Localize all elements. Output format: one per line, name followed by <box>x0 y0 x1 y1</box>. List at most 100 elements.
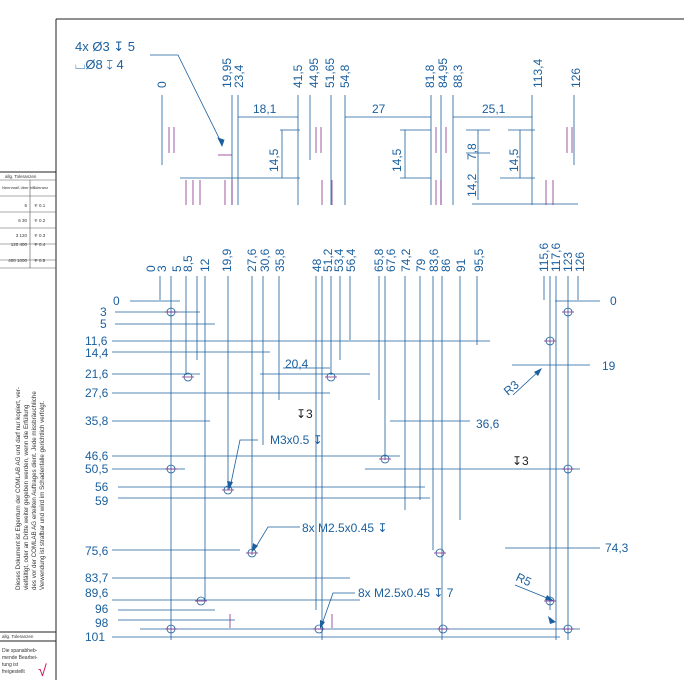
dimension-label: 117,6 <box>549 243 563 272</box>
tolerance-range: 6 30 <box>18 218 27 223</box>
dimension-label: 8,5 <box>181 255 195 272</box>
footer-text: tung ist <box>2 662 19 668</box>
dimension-label: 25,1 <box>482 102 506 116</box>
dimension-label: 81,8 <box>423 64 437 88</box>
dimension-label: 21,6 <box>85 367 109 381</box>
tolerance-value: ∓ 0.5 <box>34 258 46 263</box>
dimension-label: 35,8 <box>85 414 109 428</box>
dimension-label: 126 <box>573 252 587 272</box>
dimension-label: 84,95 <box>436 58 450 88</box>
tolerance-col-range: Nennmaß über bis <box>2 185 35 190</box>
dimension-label: 0 <box>144 265 158 272</box>
depth-callout: ↧3 <box>512 454 529 468</box>
dimension-label: 14,5 <box>267 148 281 172</box>
thread-callout: 8x M2.5x0.45 ↧ 7 <box>358 586 454 600</box>
dimension-label: 75,6 <box>85 544 109 558</box>
dimension-label: 46,6 <box>85 449 109 463</box>
dimension-label: 74,2 <box>399 248 413 272</box>
dimension-label: 11,6 <box>85 334 108 348</box>
dimension-label: 83,7 <box>85 571 109 585</box>
top-view-x-labels: 0 19,95 23,4 41,5 44,95 51,65 54,8 81,8 … <box>155 58 583 88</box>
dimension-label: 98 <box>95 616 109 630</box>
dimension-label: 41,5 <box>291 64 305 88</box>
dimension-label: 123 <box>561 252 575 272</box>
dimension-label: 12 <box>198 258 212 272</box>
dimension-label: 74,3 <box>605 541 629 555</box>
dimension-label: 67,6 <box>384 248 398 272</box>
tolerance-table-title: allg. Toleranzen <box>5 174 37 179</box>
footer-text: Die spanabheb- <box>2 648 38 654</box>
tolerance-col-tol: Toleranz <box>33 185 48 190</box>
dimension-label: 36,6 <box>476 417 500 431</box>
notice-line: Verwendung ist strafbar und wird im Scha… <box>39 401 46 590</box>
dimension-label: 27 <box>372 102 386 116</box>
dimension-label: 53,4 <box>332 248 346 272</box>
depth-callout: ↧3 <box>296 407 313 421</box>
dimension-label: 48 <box>310 258 324 272</box>
notice-line: vielfältigt, oder an Dritte weiter gegeb… <box>23 404 30 590</box>
dimension-label: 101 <box>85 630 105 644</box>
drawing-frame <box>0 18 684 680</box>
dimension-label: 18,1 <box>253 102 277 116</box>
dimension-label: 96 <box>95 602 109 616</box>
dimension-label: 126 <box>569 68 583 88</box>
dimension-label: 95,5 <box>472 248 486 272</box>
dimension-label: 19,9 <box>220 248 234 272</box>
counterbore-spec-callout: ⌴Ø8 ↧ 4 <box>75 57 124 72</box>
top-view <box>150 54 578 205</box>
footer-text: mende Bearbei- <box>2 655 38 661</box>
tolerance-value: ∓ 0.3 <box>34 233 46 238</box>
dimension-label: 7,8 <box>465 143 479 160</box>
notice-line: Dieses Dokument ist Eigentum der COMLAB … <box>15 387 22 590</box>
footer-text: freigestellt <box>2 669 25 675</box>
dimension-label: 83,6 <box>427 248 441 272</box>
tolerance-value: ∓ 0.2 <box>34 218 46 223</box>
dimension-label: 27,6 <box>245 248 259 272</box>
dimension-label: 14,5 <box>390 148 404 172</box>
dimension-label: 50,5 <box>85 462 109 476</box>
tolerance-value: ∓ 0.4 <box>34 242 46 247</box>
dimension-label: 56 <box>95 480 109 494</box>
dimension-label: 88,3 <box>451 64 465 88</box>
tolerance-value: ∓ 0.1 <box>34 203 46 208</box>
thread-callout: 8x M2.5x0.45 ↧ <box>302 521 387 535</box>
approval-check-icon: √ <box>38 663 47 680</box>
dimension-label: 14,5 <box>507 148 521 172</box>
notice-line: des vor der COMLAB AG erteilten Auftrage… <box>31 391 38 590</box>
tolerance-range: 3 120 <box>16 233 28 238</box>
dimension-label: 54,8 <box>338 64 352 88</box>
dimension-label: 5 <box>170 265 184 272</box>
dimension-label: 27,6 <box>85 386 109 400</box>
dimension-label: 14,2 <box>465 173 479 197</box>
dimension-label: 65,8 <box>372 248 386 272</box>
radius-callout: R5 <box>514 570 534 589</box>
plan-view-y-labels: 0 3 5 11,6 14,4 21,6 27,6 35,8 46,6 50,5… <box>85 294 120 644</box>
dimension-label: 79 <box>414 258 428 272</box>
dimension-label: 20,4 <box>285 357 309 371</box>
dimension-label: 14,4 <box>85 346 109 360</box>
footer-title: allg. Toleranzen <box>2 634 34 639</box>
plan-view-lines <box>112 276 600 640</box>
tolerance-table <box>0 179 56 269</box>
dimension-label: 113,4 <box>531 59 545 88</box>
dimension-label: 91 <box>454 258 468 272</box>
plan-view-hole-centers <box>165 311 574 630</box>
dimension-label: 44,95 <box>307 58 321 88</box>
plan-view-x-labels: 0 3 5 8,5 12 19,9 27,6 30,6 35,8 48 51,2… <box>144 243 587 272</box>
dimension-label: 35,8 <box>273 248 287 272</box>
tolerance-range: 400 1000 <box>8 258 27 263</box>
thread-callout: M3x0.5 ↧ <box>270 433 323 447</box>
dimension-label: 115,6 <box>537 243 551 272</box>
dimension-label: 3 <box>155 265 169 272</box>
dimension-label: 0 <box>155 81 169 88</box>
dimension-label: 5 <box>100 317 107 331</box>
dimension-label: 0 <box>610 294 617 308</box>
dimension-label: 51,65 <box>323 58 337 88</box>
radius-callout: R3 <box>501 378 522 399</box>
dimension-label: 19 <box>602 359 616 373</box>
dimension-label: 56,4 <box>344 248 358 272</box>
dimension-label: 30,6 <box>258 248 272 272</box>
top-view-holes <box>168 127 573 205</box>
dimension-label: 51,2 <box>321 248 335 272</box>
